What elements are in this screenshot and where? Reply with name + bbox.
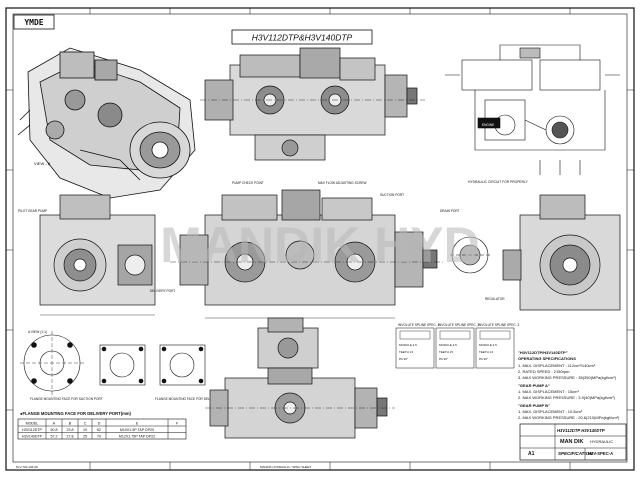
- table-cell: 23.8: [67, 428, 74, 432]
- table-header: MODEL: [26, 422, 39, 426]
- sheet-number: A1: [528, 451, 535, 457]
- svg-text:TEETH 13: TEETH 13: [399, 350, 413, 354]
- callout-label: PUMP CHECK POINT: [232, 181, 264, 185]
- spline-table: INVOLUTE SPLINE SPEC. 3 MODULE 2.5 TEETH…: [475, 323, 520, 369]
- spec-line: 3. MAX WORKING PRESSURE : 35(350)MPa(kgf…: [518, 375, 617, 380]
- table-header: B: [69, 422, 72, 426]
- operating-specifications: "H3V112DTP/H3V140DTP" OPERATING SPECIFIC…: [518, 350, 620, 420]
- table-cell: M12X1.75P TAP DP22: [119, 435, 155, 439]
- watermark: MANDIK HYD: [160, 217, 479, 273]
- shaft-detail-view: [450, 236, 490, 274]
- drawing-title: H3V112DTP&H3V140DTP: [252, 33, 353, 43]
- table-cell: 50.8: [51, 428, 58, 432]
- company-logo: YMDE: [13, 14, 55, 30]
- spec-line: 2. RATED SPEED : 2150rpm: [518, 369, 570, 374]
- flange-view-mid: [99, 344, 146, 386]
- right-end-view: [502, 194, 621, 311]
- spec-sub: OPERATING SPECIFICATIONS: [518, 356, 576, 361]
- flange-table-title: ●FLANGE MOUNTING FACE FOR DELIVERY PORT(…: [20, 411, 132, 416]
- corner-code: M-V-720-106-09: [16, 465, 38, 469]
- company-sub: HYDRAULIC: [590, 439, 613, 444]
- table-header: A: [53, 422, 56, 426]
- callout-label: DRAIN PORT: [440, 209, 460, 213]
- title-models: H3V112DTP H3V140DTP: [557, 428, 605, 433]
- flange-view-left: A VIEW (1:1): [20, 330, 84, 395]
- table-cell: 19: [83, 428, 87, 432]
- bottom-pump-view: [205, 367, 395, 439]
- spec-line: 1. MAX. DISPLACEMENT : 112cm³/140cm³: [518, 363, 596, 368]
- callout-label: DELIVERY PORT: [150, 289, 175, 293]
- top-side-view: [200, 47, 425, 161]
- callout-label: PILOT GEAR PUMP: [18, 209, 47, 213]
- zone-ticks: [6, 8, 634, 470]
- table-cell: 27.8: [67, 435, 74, 439]
- svg-text:MODULE 2.5: MODULE 2.5: [479, 343, 497, 347]
- table-cell: 70: [97, 435, 101, 439]
- callout-label: MAX FLOW ADJUSTING SCREW: [318, 181, 367, 185]
- gear-b-title: "GEAR PUMP B": [518, 403, 550, 408]
- callout-labels: PUMP CHECK POINT MAX FLOW ADJUSTING SCRE…: [18, 181, 505, 301]
- spec-heading: "H3V112DTP/H3V140DTP": [518, 350, 568, 355]
- table-cell: 25: [83, 435, 87, 439]
- engine-label: ENGINE: [482, 123, 494, 127]
- table-cell: 62: [97, 428, 101, 432]
- title-block: H3V112DTP H3V140DTP MAN DIK HYDRAULIC SP…: [519, 423, 627, 461]
- spec-line: 1. MAX. DISPLACEMENT : 10.5cm³: [518, 409, 583, 414]
- spec-line: 2. MAX WORKING PRESSURE : 20.6(210)MPa(k…: [518, 415, 620, 420]
- isometric-pump-view: [17, 47, 196, 199]
- spline-table: INVOLUTE SPLINE SPEC. 2 MODULE 2.5 TEETH…: [435, 323, 480, 369]
- table-header: E: [136, 422, 139, 426]
- gear-a-title: "GEAR PUMP A": [518, 383, 550, 388]
- left-end-view: [39, 194, 156, 316]
- detail-label: VIEW - B: [34, 161, 51, 166]
- spline-tables: INVOLUTE SPLINE SPEC. 1 MODULE 2.5 TEETH…: [395, 323, 520, 369]
- table-cell: 57.2: [51, 435, 58, 439]
- spec-line: 1. MAX. DISPLACEMENT : 15cm³: [518, 389, 579, 394]
- table-header: F: [176, 422, 179, 426]
- svg-text:MODULE 2.5: MODULE 2.5: [399, 343, 417, 347]
- drawing-number: H3V-SPEC-A: [588, 451, 613, 456]
- flange-view-right: [159, 344, 206, 386]
- svg-text:INVOLUTE SPLINE SPEC. 1: INVOLUTE SPLINE SPEC. 1: [398, 323, 440, 327]
- svg-text:MODULE 2.5: MODULE 2.5: [439, 343, 457, 347]
- table-header: C: [84, 422, 87, 426]
- spec-line: 2. MAX WORKING PRESSURE : 3.9(40)MPa(kgf…: [518, 395, 616, 400]
- bottom-note: MANDIK HYDRAULIC / SPEC SHEET: [260, 465, 312, 469]
- hydraulic-circuit-label: HYDRAULIC CIRCUIT FOR PROPERLY: [468, 180, 529, 184]
- main-front-view: [170, 189, 445, 319]
- view-a-label: A VIEW (1:1): [28, 330, 47, 334]
- flange-caption-right: FLANGE MOUNTING FACE FOR DELIVERY PORT: [155, 397, 229, 401]
- logo-text: YMDE: [24, 18, 43, 27]
- company-name: MAN DIK: [560, 439, 584, 445]
- flange-caption-left: FLANGE MOUNTING FACE FOR SUCTION PORT: [30, 397, 103, 401]
- svg-text:INVOLUTE SPLINE SPEC. 3: INVOLUTE SPLINE SPEC. 3: [478, 323, 520, 327]
- flange-table: ●FLANGE MOUNTING FACE FOR DELIVERY PORT(…: [17, 411, 187, 440]
- callout-label: REGULATOR: [485, 297, 505, 301]
- table-header: D: [98, 422, 101, 426]
- svg-text:PA 30°: PA 30°: [439, 357, 449, 361]
- spline-table: INVOLUTE SPLINE SPEC. 1 MODULE 2.5 TEETH…: [395, 323, 440, 369]
- table-cell: M10X1.5P TAP DP20: [120, 428, 154, 432]
- hydraulic-circuit: [445, 44, 620, 175]
- table-cell: H3V112DTP: [22, 428, 43, 432]
- bottom-valve-view: [257, 317, 319, 369]
- callout-label: SUCTION PORT: [380, 193, 404, 197]
- svg-text:PA 30°: PA 30°: [399, 357, 409, 361]
- table-cell: H3V140DTP: [22, 435, 43, 439]
- svg-text:TEETH 15: TEETH 15: [439, 350, 453, 354]
- svg-text:PA 30°: PA 30°: [479, 357, 489, 361]
- doc-type: SPECIFICATION: [558, 451, 593, 456]
- svg-text:INVOLUTE SPLINE SPEC. 2: INVOLUTE SPLINE SPEC. 2: [438, 323, 480, 327]
- drawing-title-box: H3V112DTP&H3V140DTP: [231, 29, 373, 45]
- svg-text:TEETH 14: TEETH 14: [479, 350, 493, 354]
